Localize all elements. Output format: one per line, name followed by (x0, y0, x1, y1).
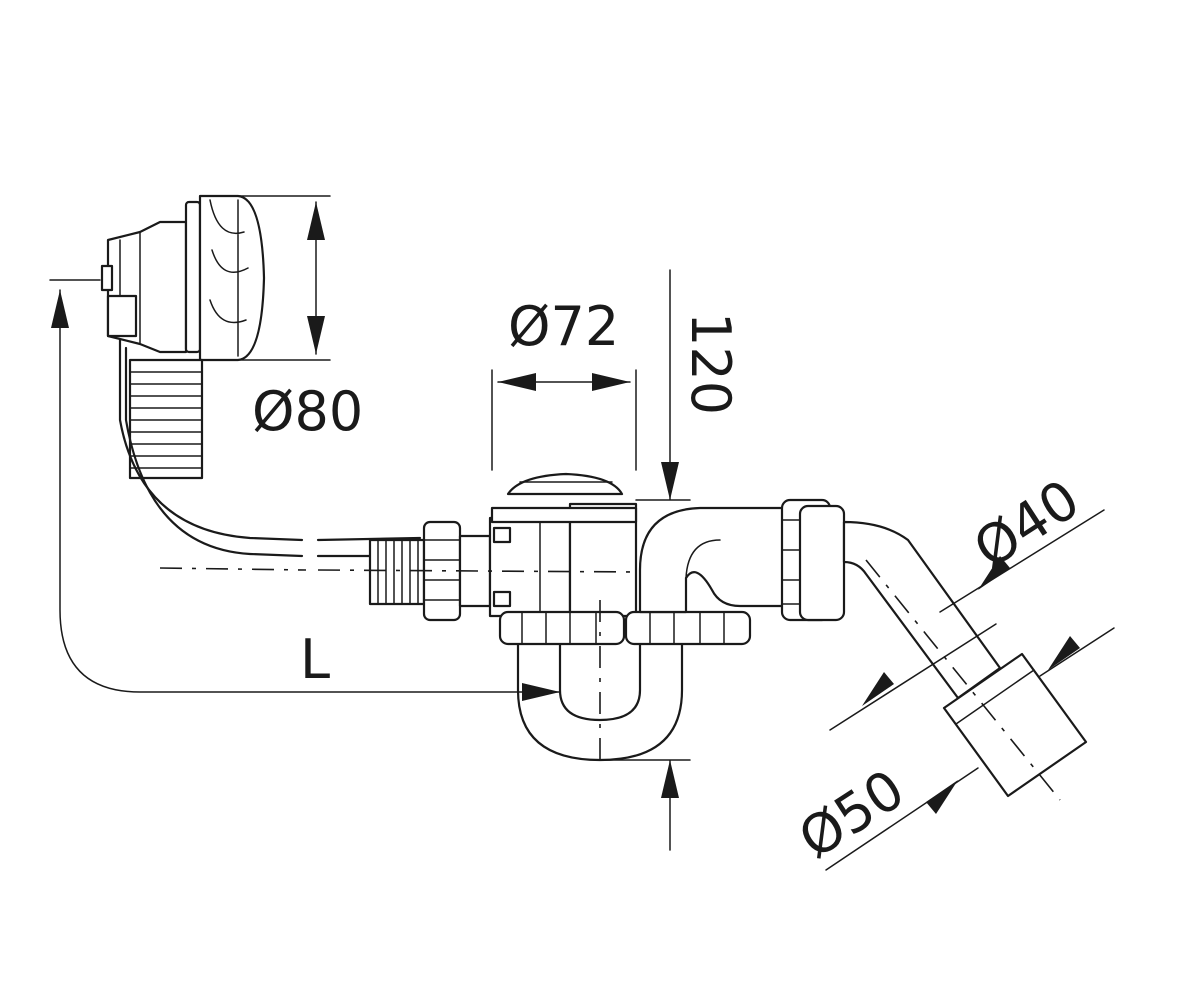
overflow-hose (118, 338, 422, 558)
label-length: L (300, 628, 330, 691)
dimension-d80: Ø80 (237, 195, 363, 443)
outlet-pipe (842, 520, 1088, 798)
label-d40: Ø40 (963, 467, 1091, 580)
dimension-120: 120 (599, 269, 742, 851)
overflow-head (49, 194, 266, 362)
label-d80: Ø80 (252, 380, 363, 443)
plug (490, 472, 638, 524)
label-d50: Ø50 (788, 757, 916, 870)
dimension-d72: Ø72 (491, 295, 637, 471)
trap (498, 610, 752, 762)
centerlines (159, 559, 1061, 801)
label-120: 120 (679, 312, 742, 415)
dimension-l: L (51, 289, 561, 701)
outlet-bend (638, 498, 846, 622)
label-d72: Ø72 (508, 295, 619, 358)
